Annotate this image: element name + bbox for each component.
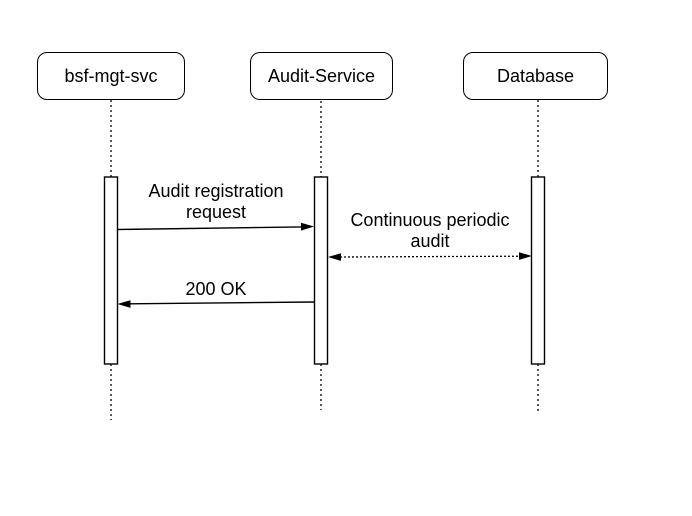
actor-database: Database [463, 52, 608, 100]
activation-bar-audit-service [313, 176, 329, 365]
actor-bsf-mgt-svc: bsf-mgt-svc [37, 52, 185, 100]
arrow-continuous-periodic-audit [328, 252, 532, 261]
arrowhead-left-icon [328, 253, 341, 261]
actor-audit-service: Audit-Service [250, 52, 393, 100]
arrow-audit-registration-request [117, 222, 314, 231]
arrowhead-right-icon [301, 222, 314, 231]
actor-label: bsf-mgt-svc [64, 66, 158, 86]
activation-bar-database [530, 176, 546, 365]
actor-label: Audit-Service [267, 66, 376, 86]
arrowhead-left-icon [117, 300, 131, 308]
message-label-200-ok: 200 OK [185, 279, 247, 299]
activation-bar-bsf-mgt-svc [103, 176, 119, 365]
arrow-line [117, 226, 303, 231]
message-label-continuous-periodic-audit: Continuous periodic audit [350, 210, 510, 251]
message-label-audit-registration-request: Audit registration request [148, 181, 284, 222]
arrow-line [339, 255, 521, 258]
arrowhead-right-icon [519, 252, 532, 260]
actor-label: Database [496, 66, 575, 86]
arrow-line [129, 301, 315, 305]
arrow-200-ok [117, 300, 315, 308]
